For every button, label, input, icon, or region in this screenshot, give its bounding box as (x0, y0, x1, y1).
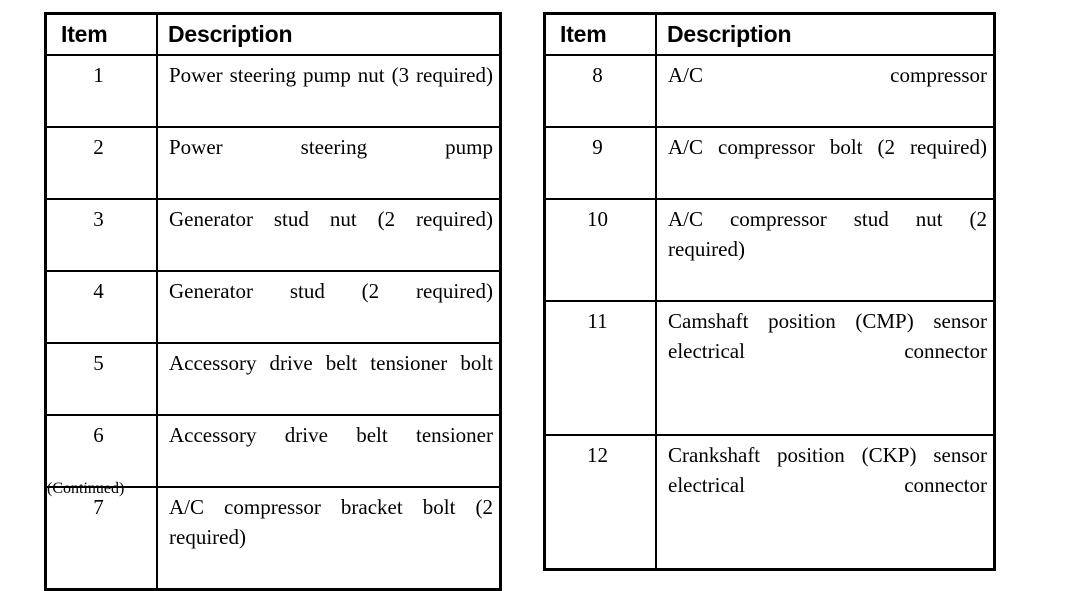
cell-item-description: Generator stud (2 required) (156, 270, 502, 344)
cell-item-number: 3 (44, 198, 158, 272)
table-header-right: Item Description (543, 12, 996, 56)
cell-item-number: 10 (543, 198, 657, 302)
cell-item-number: 4 (44, 270, 158, 344)
cell-item-description: A/C compressor bracket bolt (2 required) (156, 486, 502, 591)
table-header-left: Item Description (44, 12, 502, 56)
cell-item-number: 1 (44, 54, 158, 128)
column-header-item: Item (44, 12, 158, 56)
cell-item-description: A/C compressor stud nut (2 required) (655, 198, 996, 302)
cell-item-number: 12 (543, 434, 657, 571)
cell-item-description: A/C compressor (655, 54, 996, 128)
table-row: 4 Generator stud (2 required) (44, 270, 502, 344)
column-header-item: Item (543, 12, 657, 56)
cell-item-description: Accessory drive belt tensioner (156, 414, 502, 488)
legend-table-right: Item Description 8 A/C compressor 9 A/C … (543, 12, 996, 571)
table-row: 10 A/C compressor stud nut (2 required) (543, 198, 996, 302)
table-body-left: 1 Power steering pump nut (3 required) 2… (44, 54, 502, 591)
header-row: Item Description (543, 12, 996, 56)
cell-item-description: Generator stud nut (2 required) (156, 198, 502, 272)
column-header-description: Description (655, 12, 996, 56)
table-row: 11 Camshaft position (CMP) sensor electr… (543, 300, 996, 436)
cell-item-description: Crankshaft position (CKP) sensor electri… (655, 434, 996, 571)
cell-item-number: 2 (44, 126, 158, 200)
cell-item-description: Power steering pump (156, 126, 502, 200)
cell-item-number: 6 (44, 414, 158, 488)
legend-table-left: Item Description 1 Power steering pump n… (44, 12, 502, 591)
cell-item-number: 8 (543, 54, 657, 128)
table-row: 7 A/C compressor bracket bolt (2 require… (44, 486, 502, 591)
cell-item-number: 11 (543, 300, 657, 436)
table-body-right: 8 A/C compressor 9 A/C compressor bolt (… (543, 54, 996, 571)
column-header-description: Description (156, 12, 502, 56)
cell-item-description: Camshaft position (CMP) sensor electrica… (655, 300, 996, 436)
cell-item-number: 5 (44, 342, 158, 416)
table-row: 5 Accessory drive belt tensioner bolt (44, 342, 502, 416)
table-row: 9 A/C compressor bolt (2 required) (543, 126, 996, 200)
header-row: Item Description (44, 12, 502, 56)
table-row: 2 Power steering pump (44, 126, 502, 200)
continued-caption: (Continued) (47, 480, 125, 497)
table-row: 6 Accessory drive belt tensioner (44, 414, 502, 488)
cell-item-description: Accessory drive belt tensioner bolt (156, 342, 502, 416)
cell-item-description: Power steering pump nut (3 required) (156, 54, 502, 128)
table-row: 1 Power steering pump nut (3 required) (44, 54, 502, 128)
cell-item-number: 7 (44, 486, 158, 591)
cell-item-description: A/C compressor bolt (2 required) (655, 126, 996, 200)
table-row: 12 Crankshaft position (CKP) sensor elec… (543, 434, 996, 571)
document-page: Item Description 1 Power steering pump n… (44, 12, 996, 591)
table-row: 3 Generator stud nut (2 required) (44, 198, 502, 272)
table-row: 8 A/C compressor (543, 54, 996, 128)
cell-item-number: 9 (543, 126, 657, 200)
